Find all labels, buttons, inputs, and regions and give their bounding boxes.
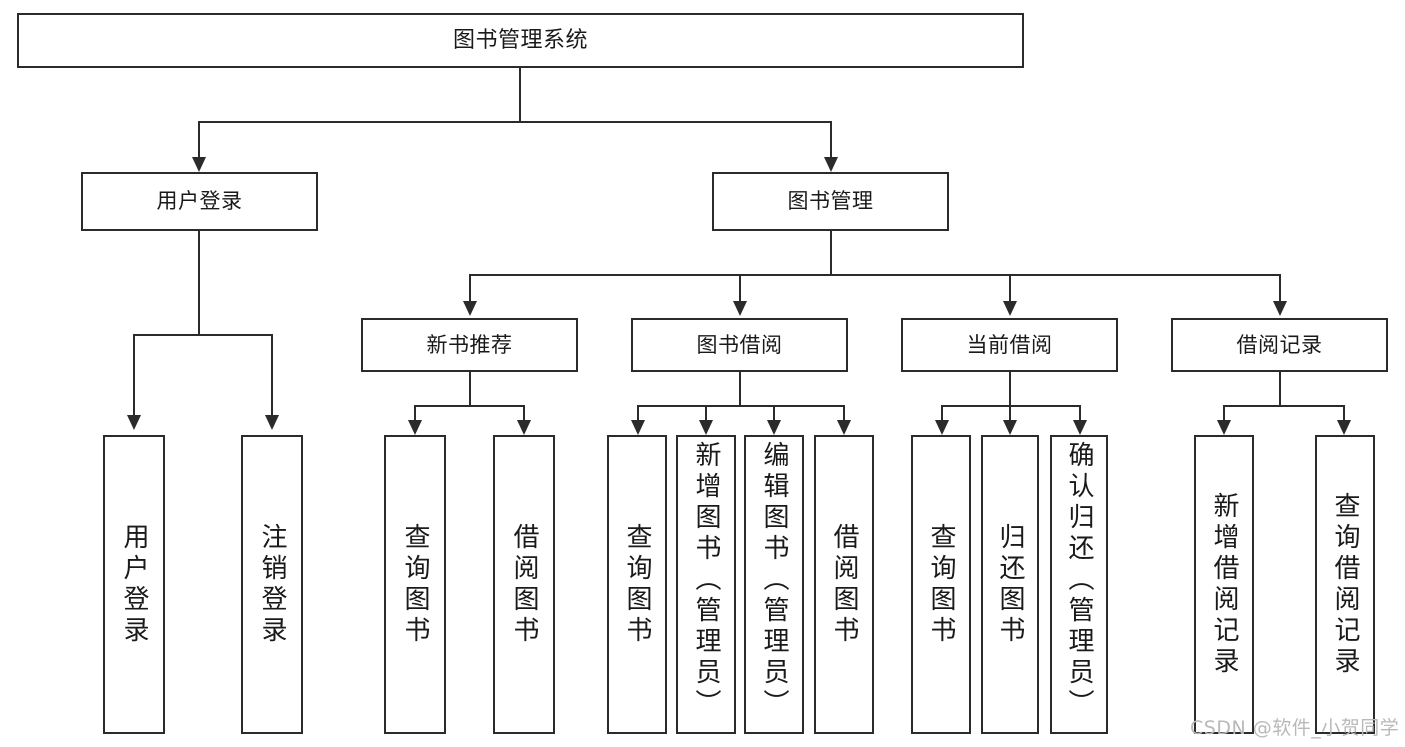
connector-new-book-to-leaf-1 bbox=[414, 405, 416, 420]
connector-new-book-to-leaf-2 bbox=[523, 405, 525, 420]
arrowhead-icon bbox=[699, 420, 713, 435]
node-label: 查询图书 bbox=[622, 522, 652, 647]
arrowhead-icon bbox=[1337, 420, 1351, 435]
connector-bm-to-borrow-record bbox=[1279, 274, 1281, 301]
leaf-query-borrow-record[interactable]: 查询借阅记录 bbox=[1315, 435, 1375, 734]
connector-bm-to-new-book bbox=[469, 274, 471, 301]
watermark-text: CSDN @软件_小贺同学 bbox=[1190, 717, 1400, 739]
leaf-query-book-current[interactable]: 查询图书 bbox=[911, 435, 971, 734]
node-book-management[interactable]: 图书管理 bbox=[712, 172, 949, 231]
arrowhead-icon bbox=[733, 301, 747, 316]
connector-borrow-record-bus bbox=[1223, 405, 1345, 407]
leaf-query-book-borrow[interactable]: 查询图书 bbox=[607, 435, 667, 734]
node-label: 新增图书（管理员） bbox=[691, 441, 721, 720]
connector-current-borrow-bus bbox=[941, 405, 1081, 407]
arrowhead-icon bbox=[408, 420, 422, 435]
node-label: 当前借阅 bbox=[966, 332, 1053, 357]
node-label: 新增借阅记录 bbox=[1209, 491, 1239, 678]
arrowhead-icon bbox=[1273, 301, 1287, 316]
node-label: 用户登录 bbox=[156, 189, 243, 214]
node-label: 归还图书 bbox=[995, 522, 1025, 647]
node-label: 借阅记录 bbox=[1236, 332, 1323, 357]
arrowhead-icon bbox=[1003, 420, 1017, 435]
leaf-logout[interactable]: 注销登录 bbox=[241, 435, 303, 734]
node-label: 图书管理系统 bbox=[452, 27, 588, 53]
connector-user-login-to-leaf-1 bbox=[133, 334, 135, 415]
arrowhead-icon bbox=[631, 420, 645, 435]
arrowhead-icon bbox=[463, 301, 477, 316]
arrowhead-icon bbox=[1003, 301, 1017, 316]
connector-new-book-bus bbox=[414, 405, 525, 407]
node-label: 借阅图书 bbox=[829, 522, 859, 647]
connector-current-borrow-to-leaf-1 bbox=[941, 405, 943, 420]
arrowhead-icon bbox=[824, 157, 838, 172]
connector-bm-to-current-borrow bbox=[1009, 274, 1011, 301]
node-label: 查询借阅记录 bbox=[1330, 491, 1360, 678]
node-root-book-management-system[interactable]: 图书管理系统 bbox=[17, 13, 1024, 68]
node-current-borrow[interactable]: 当前借阅 bbox=[901, 318, 1118, 372]
arrowhead-icon bbox=[837, 420, 851, 435]
connector-user-login-stem bbox=[198, 231, 200, 335]
connector-current-borrow-to-leaf-2 bbox=[1009, 405, 1011, 420]
arrowhead-icon bbox=[517, 420, 531, 435]
connector-root-to-user-login bbox=[198, 121, 200, 157]
connector-user-login-bus bbox=[133, 334, 273, 336]
connector-book-borrow-stem bbox=[739, 372, 741, 406]
arrowhead-icon bbox=[1073, 420, 1087, 435]
connector-borrow-record-to-leaf-1 bbox=[1223, 405, 1225, 420]
node-label: 图书管理 bbox=[787, 189, 874, 214]
node-book-borrow[interactable]: 图书借阅 bbox=[631, 318, 848, 372]
leaf-borrow-book-recommend[interactable]: 借阅图书 bbox=[493, 435, 555, 734]
arrowhead-icon bbox=[767, 420, 781, 435]
arrowhead-icon bbox=[265, 415, 279, 430]
connector-book-borrow-to-leaf-2 bbox=[705, 405, 707, 420]
connector-book-borrow-to-leaf-3 bbox=[773, 405, 775, 420]
connector-book-management-stem bbox=[830, 231, 832, 275]
node-label: 图书借阅 bbox=[696, 332, 783, 357]
node-label: 编辑图书（管理员） bbox=[759, 441, 789, 720]
node-borrow-record[interactable]: 借阅记录 bbox=[1171, 318, 1388, 372]
node-label: 用户登录 bbox=[119, 522, 149, 647]
leaf-query-book-recommend[interactable]: 查询图书 bbox=[384, 435, 446, 734]
leaf-add-book-admin[interactable]: 新增图书（管理员） bbox=[676, 435, 736, 734]
node-label: 确认归还（管理员） bbox=[1064, 441, 1094, 720]
node-label: 查询图书 bbox=[400, 522, 430, 647]
connector-root-stem bbox=[519, 68, 521, 122]
arrowhead-icon bbox=[1217, 420, 1231, 435]
node-label: 查询图书 bbox=[926, 522, 956, 647]
node-label: 注销登录 bbox=[257, 522, 287, 647]
connector-book-borrow-to-leaf-1 bbox=[637, 405, 639, 420]
leaf-edit-book-admin[interactable]: 编辑图书（管理员） bbox=[744, 435, 804, 734]
connector-root-to-book-management bbox=[830, 121, 832, 157]
connector-book-borrow-to-leaf-4 bbox=[843, 405, 845, 420]
connector-borrow-record-stem bbox=[1279, 372, 1281, 406]
leaf-return-book[interactable]: 归还图书 bbox=[981, 435, 1039, 734]
node-new-book-recommend[interactable]: 新书推荐 bbox=[361, 318, 578, 372]
leaf-user-login[interactable]: 用户登录 bbox=[103, 435, 165, 734]
connector-root-bus bbox=[198, 121, 832, 123]
connector-current-borrow-to-leaf-3 bbox=[1079, 405, 1081, 420]
arrowhead-icon bbox=[935, 420, 949, 435]
leaf-add-borrow-record[interactable]: 新增借阅记录 bbox=[1194, 435, 1254, 734]
node-label: 新书推荐 bbox=[426, 332, 513, 357]
node-label: 借阅图书 bbox=[509, 522, 539, 647]
leaf-confirm-return-admin[interactable]: 确认归还（管理员） bbox=[1050, 435, 1108, 734]
connector-new-book-stem bbox=[469, 372, 471, 406]
node-user-login[interactable]: 用户登录 bbox=[81, 172, 318, 231]
connector-bm-to-book-borrow bbox=[739, 274, 741, 301]
arrowhead-icon bbox=[192, 157, 206, 172]
arrowhead-icon bbox=[127, 415, 141, 430]
connector-user-login-to-leaf-2 bbox=[271, 334, 273, 415]
leaf-borrow-book[interactable]: 借阅图书 bbox=[814, 435, 874, 734]
connector-book-borrow-bus bbox=[637, 405, 845, 407]
connector-borrow-record-to-leaf-2 bbox=[1343, 405, 1345, 420]
connector-book-management-bus bbox=[469, 274, 1281, 276]
connector-current-borrow-stem bbox=[1009, 372, 1011, 406]
